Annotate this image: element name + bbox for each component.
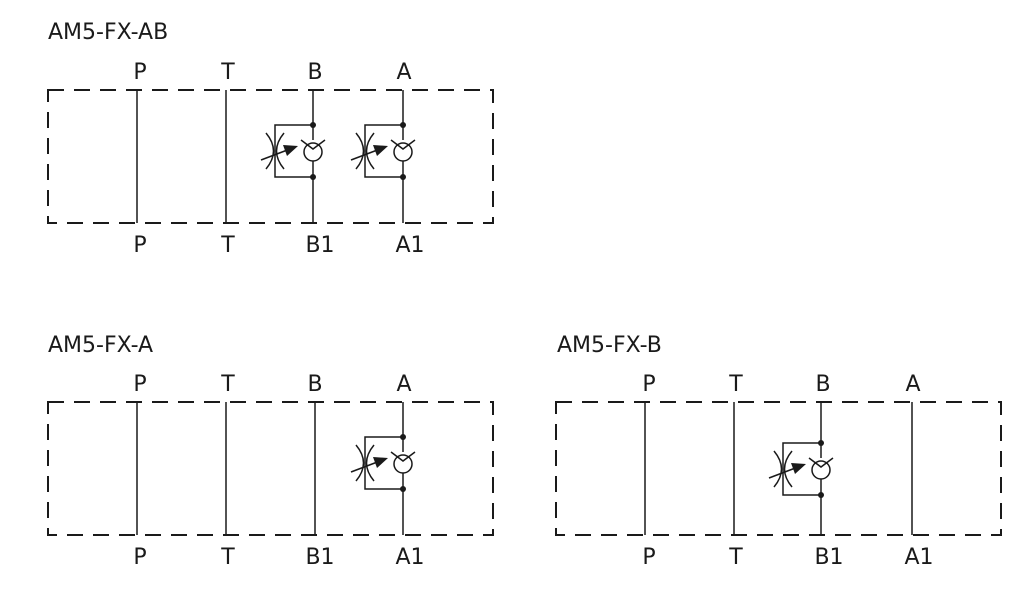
port-label-bottom-b1: B1 [305,233,334,258]
port-label-top-p: P [642,372,655,397]
port-label-bottom-b1: B1 [814,545,843,570]
valve-body-outline [47,89,494,224]
valve-body-outline [555,401,1002,536]
check-seat [300,139,326,150]
adjust-arrow-head [373,145,388,156]
port-label-top-b: B [307,372,322,397]
diagram-am5-fx-a: AM5-FX-A P T B A P T B1 A1 [47,333,494,570]
port-label-top-t: T [220,372,235,397]
port-label-top-b: B [307,60,322,85]
port-label-top-a: A [396,372,411,397]
port-label-top-p: P [133,372,146,397]
port-label-bottom-p: P [133,545,146,570]
port-label-bottom-t: T [220,233,235,258]
check-ball [393,142,413,162]
throttle-arc [355,444,365,482]
throttle-arc [265,132,275,170]
diagram-title: AM5-FX-A [48,333,153,358]
throttle-arc [783,450,793,488]
bypass-line [364,124,403,178]
check-seat [808,457,834,468]
port-label-bottom-a1: A1 [395,545,424,570]
throttle-check-valve-a [350,402,416,535]
throttle-arc [355,132,365,170]
port-label-bottom-a1: A1 [395,233,424,258]
port-label-top-t: T [220,60,235,85]
check-ball [811,460,831,480]
port-label-bottom-a1: A1 [904,545,933,570]
adjust-arrow-head [791,463,806,474]
port-label-bottom-p: P [133,233,146,258]
port-label-bottom-p: P [642,545,655,570]
throttle-check-valve-a [350,90,416,223]
throttle-check-valve-b [260,90,326,223]
valve-body-outline [47,401,494,536]
port-label-top-a: A [905,372,920,397]
port-label-bottom-t: T [728,545,743,570]
port-label-top-p: P [133,60,146,85]
port-label-top-t: T [728,372,743,397]
diagram-title: AM5-FX-B [557,333,662,358]
port-label-bottom-b1: B1 [305,545,334,570]
bypass-line [782,442,821,496]
throttle-arc [365,444,375,482]
adjust-arrow-head [283,145,298,156]
throttle-check-valve-b [768,402,834,535]
throttle-arc [773,450,783,488]
adjust-arrow-head [373,457,388,468]
bypass-line [364,436,403,490]
bypass-line [274,124,313,178]
port-label-top-a: A [396,60,411,85]
check-seat [390,451,416,462]
diagram-am5-fx-ab: AM5-FX-AB P T B A [47,20,494,258]
check-seat [390,139,416,150]
port-label-top-b: B [815,372,830,397]
throttle-arc [275,132,285,170]
throttle-arc [365,132,375,170]
diagram-title: AM5-FX-AB [48,20,168,45]
diagram-am5-fx-b: AM5-FX-B P T B A P T B1 A1 [555,333,1002,570]
check-ball [393,454,413,474]
port-label-bottom-t: T [220,545,235,570]
check-ball [303,142,323,162]
